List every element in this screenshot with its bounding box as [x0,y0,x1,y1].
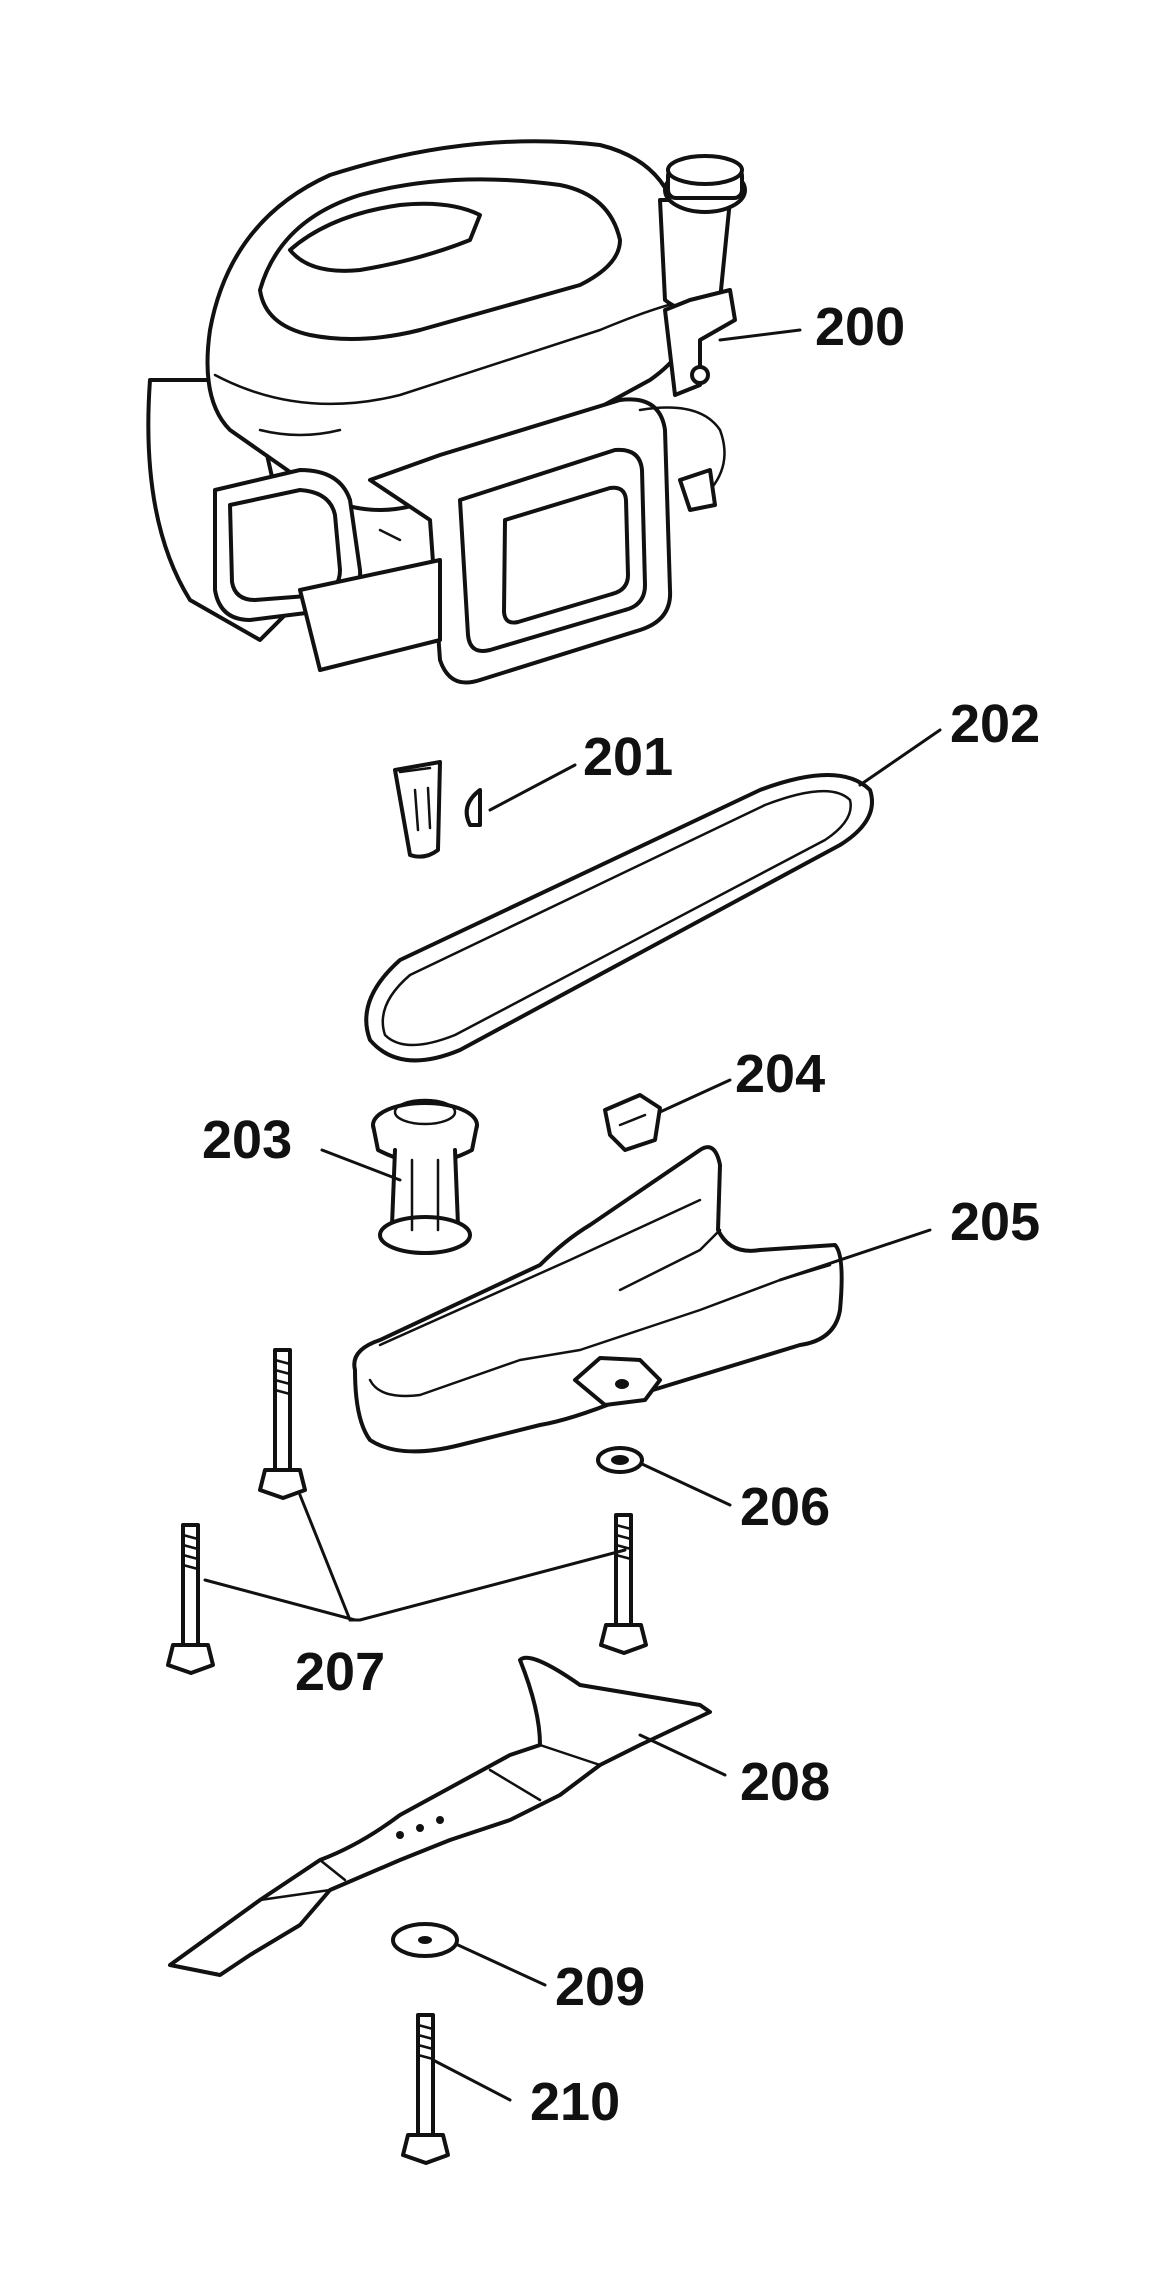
bolts-drawing [166,1348,648,1675]
washer-drawing [596,1446,644,1474]
blade-bolt-drawing [401,2013,450,2165]
leader-203 [320,1148,402,1182]
pulley-drawing [371,1098,479,1255]
label-210: 210 [530,2072,620,2132]
leader-210 [431,2058,512,2102]
label-201: 201 [583,727,673,787]
label-206: 206 [740,1477,830,1537]
leader-205 [778,1228,932,1282]
label-207: 207 [295,1642,385,1702]
leader-206 [640,1462,732,1507]
belt-drawing [364,773,874,1063]
key-drawing [393,760,482,859]
leader-209 [456,1943,547,1987]
leader-202 [858,728,942,787]
leader-208 [638,1733,727,1777]
label-208: 208 [740,1752,830,1812]
label-202: 202 [950,694,1040,754]
leader-lines [203,328,942,2102]
leader-201 [488,763,577,812]
clip-drawing [603,1093,662,1152]
engine-drawing [146,139,747,685]
blade-washer-drawing [391,1922,459,1958]
leader-200 [718,328,802,342]
label-204: 204 [735,1044,825,1104]
leader-207-b [203,1578,357,1622]
label-209: 209 [555,1957,645,2017]
blade-drawing [168,1655,712,1977]
label-203: 203 [202,1110,292,1170]
label-205: 205 [950,1192,1040,1252]
leader-207-a [298,1493,627,1622]
leader-204 [658,1078,732,1114]
belt-cover-drawing [352,1145,844,1454]
label-200: 200 [815,297,905,357]
